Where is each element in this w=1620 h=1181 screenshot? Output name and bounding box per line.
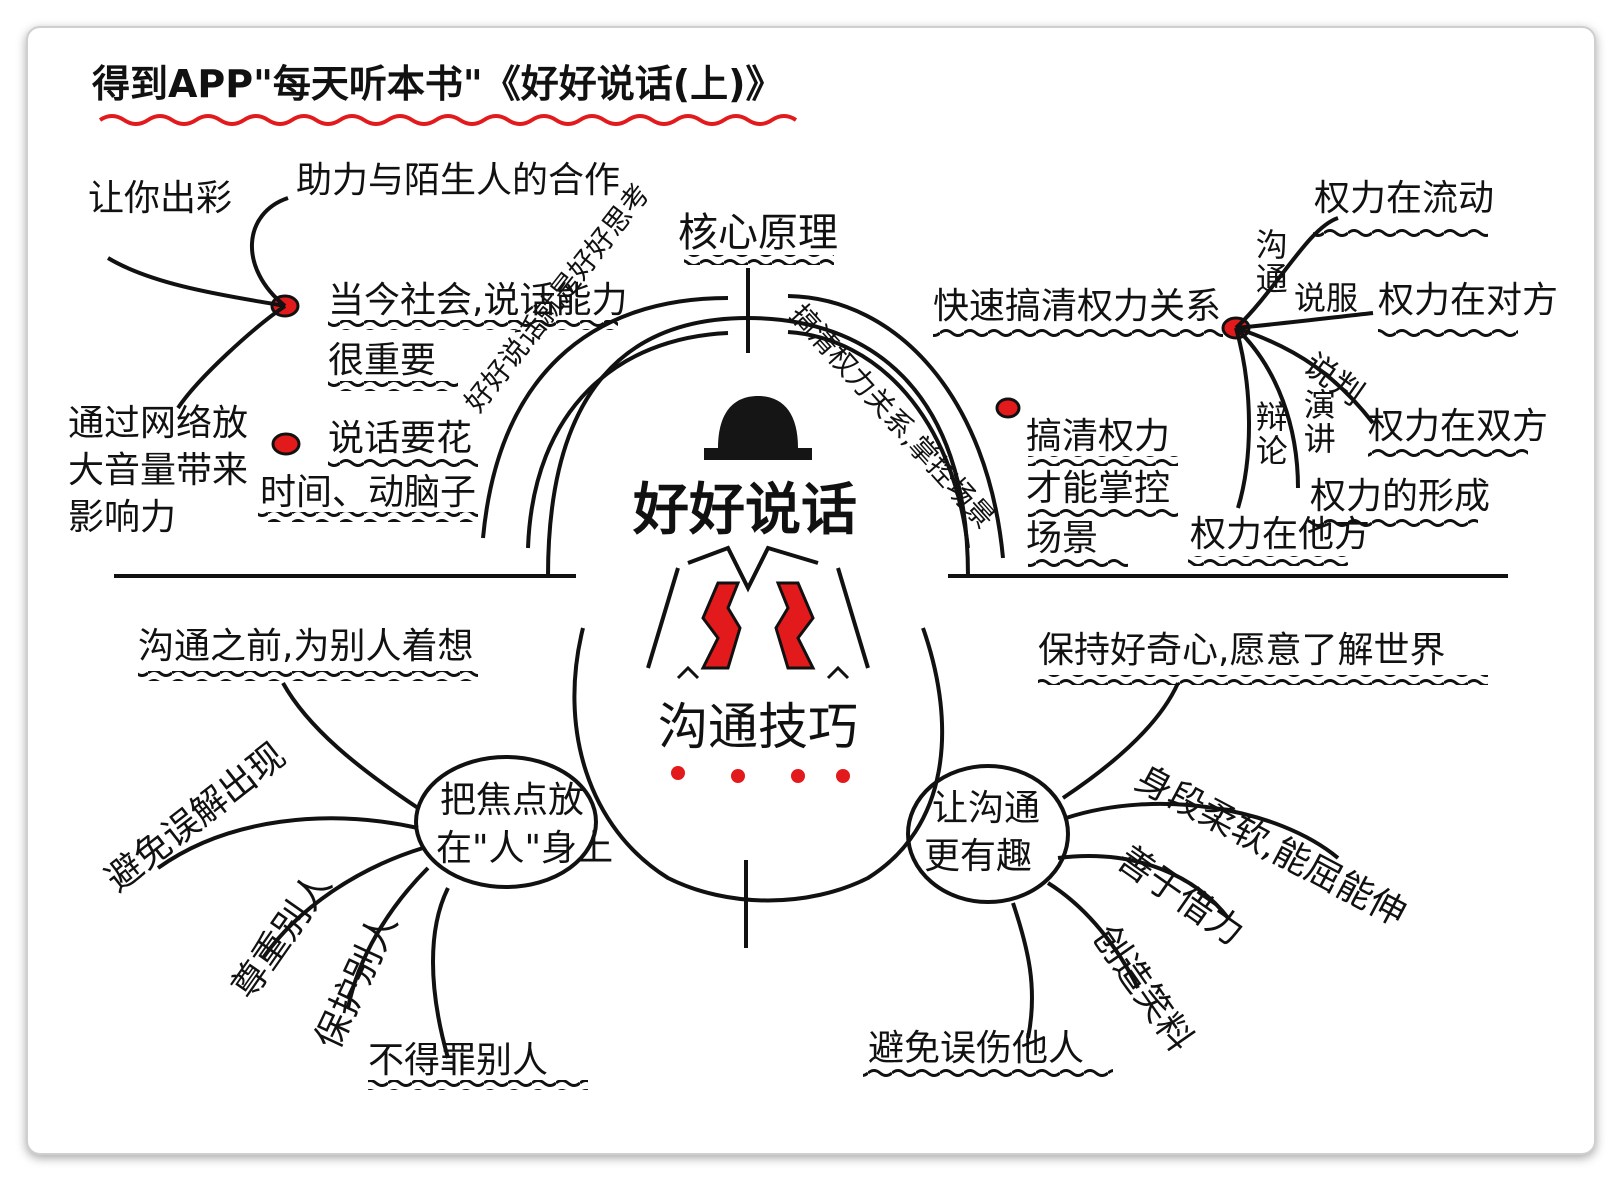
- center-subtitle: 沟通技巧: [658, 698, 858, 756]
- branch-communicate: 沟通: [1250, 228, 1289, 296]
- leg-not-offend: 不得罪别人: [368, 1040, 549, 1081]
- bubble-focus-line-2: 在"人"身上: [436, 828, 614, 869]
- bubble-focus-line-1: 把焦点放: [440, 780, 585, 821]
- node-speaking-important-2: 很重要: [328, 340, 437, 381]
- power-other-side: 权力在对方: [1378, 280, 1559, 321]
- mind-map-drawing: [98, 114, 1528, 1090]
- center-title: 好好说话: [633, 478, 857, 543]
- power-formation: 权力的形成: [1310, 476, 1491, 517]
- power-both-sides: 权力在双方: [1368, 406, 1549, 447]
- mind-map-card: 得到APP"每天听本书"《好好说话(上)》 核心原理 让你出彩 助力与陌生人的合…: [26, 26, 1596, 1155]
- hub-label: 快速搞清权力关系: [933, 286, 1222, 327]
- branch-persuade: 说服: [1294, 279, 1359, 317]
- bubble-fun-line-2: 更有趣: [924, 836, 1033, 877]
- branch-debate: 辩论: [1250, 400, 1289, 468]
- header-stay-curious: 保持好奇心,愿意了解世界: [1038, 630, 1446, 671]
- bullet-line-3: 场景: [1026, 518, 1099, 559]
- branch-speech: 演讲: [1298, 388, 1337, 456]
- node-stand-out: 让你出彩: [88, 178, 233, 219]
- bubble-fun-line-1: 让沟通: [932, 788, 1041, 829]
- leg-avoid-hurt: 避免误伤他人: [868, 1028, 1085, 1069]
- power-third-party: 权力在他方: [1190, 514, 1371, 555]
- core-principle-label: 核心原理: [678, 210, 838, 256]
- header-consider-others: 沟通之前,为别人着想: [138, 626, 474, 667]
- power-flowing: 权力在流动: [1314, 178, 1495, 219]
- title-underline: [98, 114, 798, 126]
- node-takes-time-2: 时间、动脑子: [260, 472, 477, 513]
- bullet-line-1: 搞清权力: [1026, 416, 1171, 457]
- node-stranger-cooperation: 助力与陌生人的合作: [296, 160, 621, 201]
- node-takes-time-1: 说话要花: [328, 418, 473, 459]
- node-network-2: 大音量带来: [68, 450, 249, 491]
- node-network-3: 影响力: [68, 497, 177, 538]
- bullet-line-2: 才能掌控: [1026, 468, 1171, 509]
- node-speaking-important-1: 当今社会,说话能力: [328, 280, 628, 321]
- node-network-1: 通过网络放: [68, 403, 249, 444]
- page-title: 得到APP"每天听本书"《好好说话(上)》: [92, 62, 784, 106]
